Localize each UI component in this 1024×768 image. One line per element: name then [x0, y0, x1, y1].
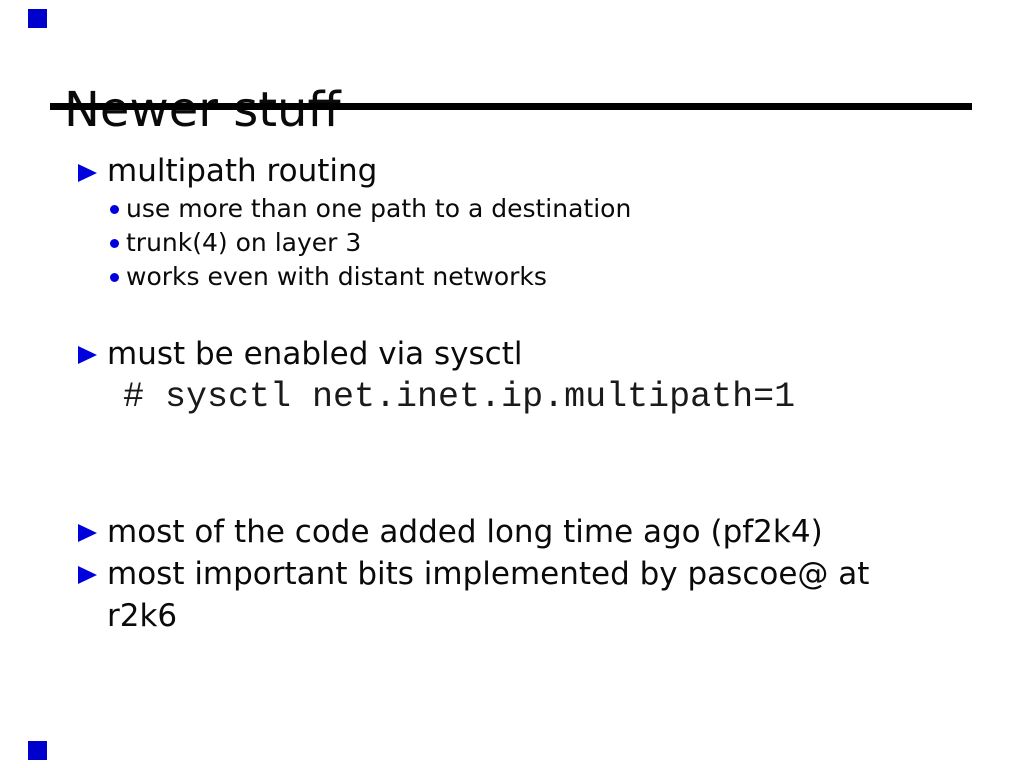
triangle-bullet-icon: [78, 164, 97, 182]
triangle-bullet-icon: [78, 566, 97, 584]
corner-marker-top-icon: [28, 9, 47, 28]
subbullet-distant-networks: works even with distant networks: [126, 262, 547, 291]
title-underline: [50, 103, 972, 110]
dot-bullet-icon: [110, 239, 119, 248]
bullet-code-added-pf2k4: most of the code added long time ago (pf…: [107, 514, 823, 550]
corner-marker-bottom-icon: [28, 741, 47, 760]
subbullet-use-more-paths: use more than one path to a destination: [126, 194, 632, 223]
bullet-implemented-by-pascoe: most important bits implemented by pasco…: [107, 556, 870, 592]
bullet-enabled-via-sysctl: must be enabled via sysctl: [107, 336, 523, 372]
bullet-continuation-r2k6: r2k6: [107, 598, 178, 634]
dot-bullet-icon: [110, 273, 119, 282]
code-line-sysctl: # sysctl net.inet.ip.multipath=1: [123, 377, 796, 417]
subbullet-trunk-layer3: trunk(4) on layer 3: [126, 228, 362, 257]
triangle-bullet-icon: [78, 524, 97, 542]
bullet-multipath-routing: multipath routing: [107, 153, 378, 189]
dot-bullet-icon: [110, 205, 119, 214]
triangle-bullet-icon: [78, 346, 97, 364]
slide-title: Newer stuff: [64, 82, 341, 139]
